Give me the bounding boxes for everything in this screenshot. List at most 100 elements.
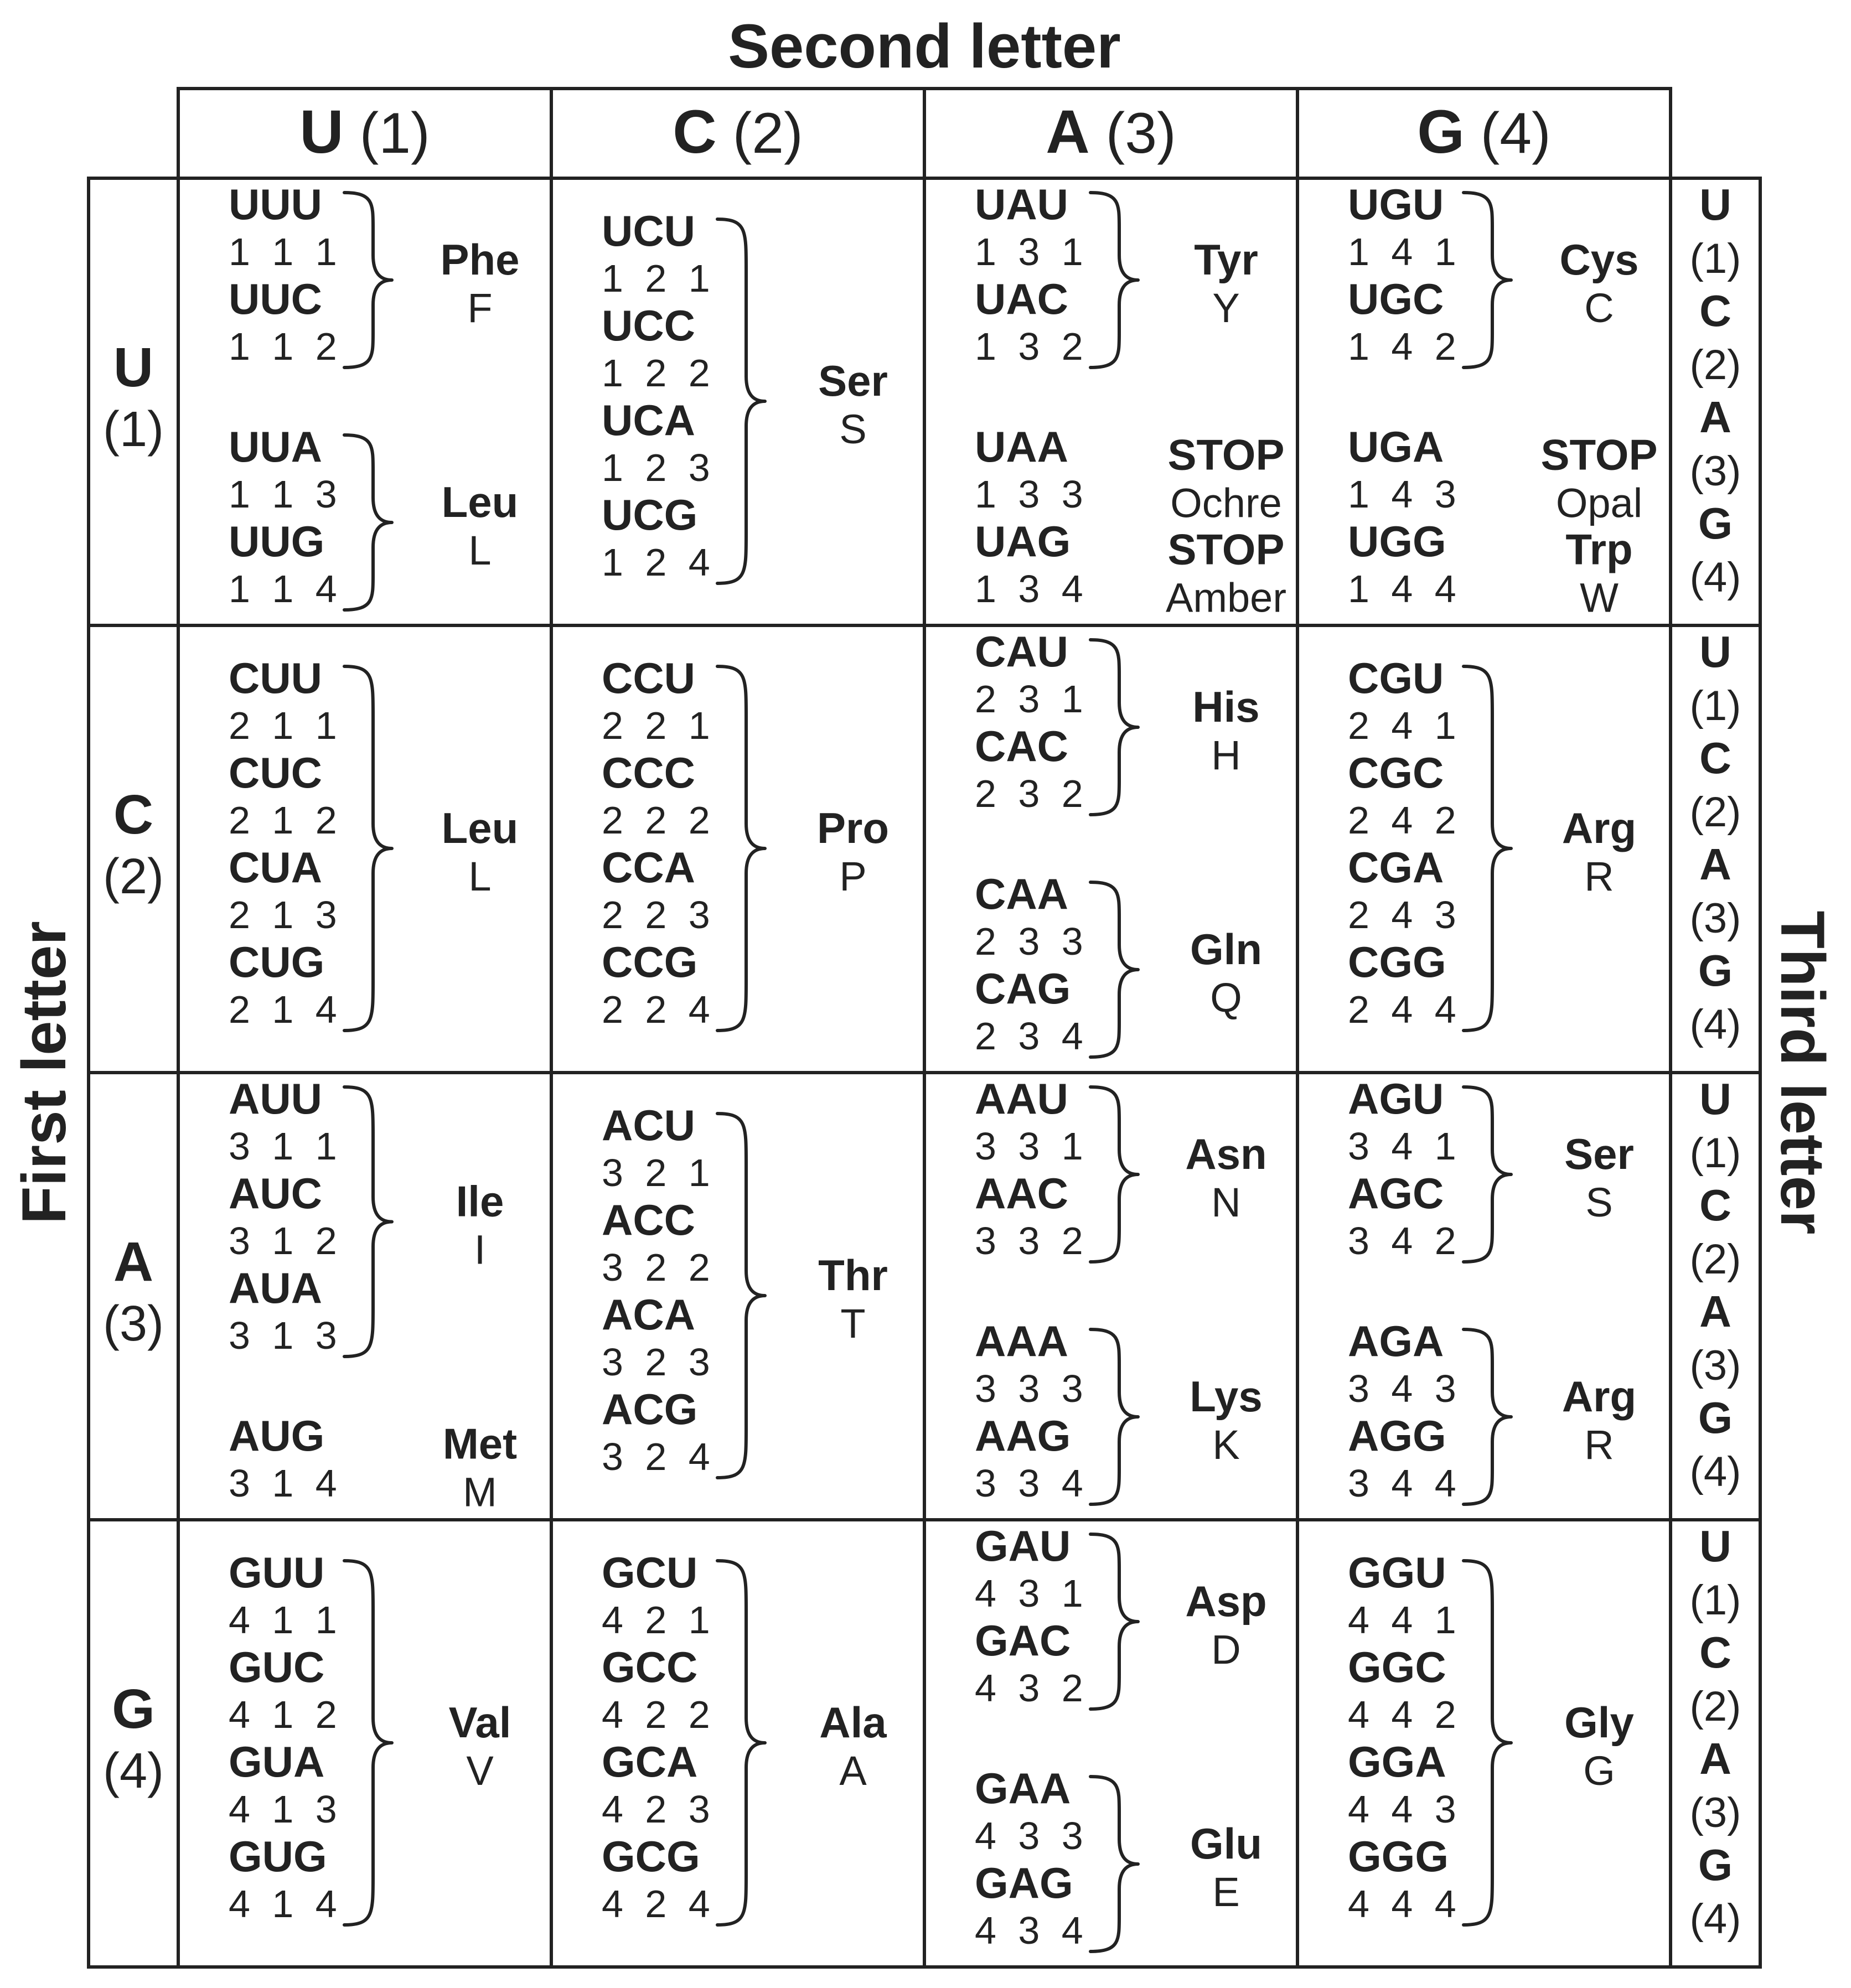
- amino-acid-code: A: [839, 1748, 867, 1794]
- codon-number: 3 4 3: [1348, 1367, 1462, 1410]
- codon-GGU: GGU: [1348, 1548, 1446, 1597]
- brace-asn: [1089, 1085, 1140, 1264]
- codon-number: 1 2 2: [602, 351, 716, 395]
- amino-acid-code: W: [1580, 575, 1619, 621]
- codon-CAA: CAA: [975, 869, 1068, 918]
- codon-GCC: GCC: [602, 1643, 697, 1691]
- codon-UUG: UUG: [229, 517, 324, 566]
- codon-GAC: GAC: [975, 1616, 1071, 1665]
- codon-number: 1 4 2: [1348, 325, 1462, 368]
- codon-GGG: GGG: [1348, 1832, 1449, 1881]
- third-letter-number: (2): [1690, 789, 1741, 836]
- row-header-letter-G: G: [112, 1678, 155, 1740]
- codon-number: 1 3 2: [975, 325, 1089, 368]
- codon-GCA: GCA: [602, 1737, 697, 1786]
- brace-gly: [1462, 1559, 1513, 1927]
- codon-AGG: AGG: [1348, 1411, 1446, 1460]
- codon-CCC: CCC: [602, 748, 695, 797]
- amino-acid-code: N: [1211, 1179, 1240, 1225]
- codon-UGA: UGA: [1348, 422, 1444, 471]
- amino-acid-code: P: [839, 853, 866, 899]
- amino-acid-ser: Ser: [1564, 1130, 1634, 1178]
- codon-number: 2 1 3: [229, 893, 343, 936]
- amino-acid-code: L: [468, 853, 491, 899]
- amino-acid-code: H: [1211, 732, 1240, 778]
- codon-number: 2 4 3: [1348, 893, 1462, 936]
- codon-CAC: CAC: [975, 722, 1068, 770]
- codon-UGU: UGU: [1348, 180, 1444, 229]
- third-letter-number: (4): [1690, 554, 1741, 601]
- third-letter-U: U: [1699, 1074, 1731, 1124]
- amino-acid-stop: STOP: [1168, 431, 1285, 479]
- amino-acid-code: D: [1211, 1627, 1240, 1673]
- codon-number: 1 1 3: [229, 473, 343, 516]
- amino-acid-code: M: [463, 1469, 497, 1515]
- amino-acid-leu: Leu: [442, 478, 519, 526]
- third-letter-number: (1): [1690, 1577, 1741, 1624]
- brace-arg: [1462, 665, 1513, 1032]
- amino-acid-phe: Phe: [440, 235, 519, 284]
- third-letter-C: C: [1699, 1628, 1731, 1677]
- codon-CCU: CCU: [602, 654, 695, 702]
- codon-GCG: GCG: [602, 1832, 700, 1881]
- codon-number: 2 1 2: [229, 799, 343, 842]
- codon-number: 4 2 3: [602, 1788, 716, 1831]
- column-header-C: C (2): [673, 98, 803, 166]
- codon-number: 3 3 3: [975, 1367, 1089, 1410]
- codon-ACA: ACA: [602, 1290, 695, 1339]
- third-letter-U: U: [1699, 180, 1731, 229]
- column-header-letter: G: [1417, 98, 1465, 166]
- codon-AUU: AUU: [229, 1074, 322, 1123]
- brace-ala: [716, 1559, 767, 1927]
- codon-number: 3 2 1: [602, 1151, 716, 1194]
- column-header-letter: A: [1046, 98, 1089, 166]
- codon-number: 4 1 1: [229, 1598, 343, 1642]
- codon-AAG: AAG: [975, 1411, 1071, 1460]
- codon-number: 2 3 1: [975, 677, 1089, 721]
- codon-CGC: CGC: [1348, 748, 1444, 797]
- third-letter-number: (3): [1690, 1789, 1741, 1836]
- codon-number: 4 3 4: [975, 1909, 1089, 1952]
- codon-CCG: CCG: [602, 938, 697, 986]
- brace-lys: [1089, 1328, 1140, 1506]
- codon-GGC: GGC: [1348, 1643, 1446, 1691]
- row-header-letter-U: U: [113, 336, 153, 398]
- row-header-number: (3): [103, 1296, 164, 1352]
- codon-number: 4 4 2: [1348, 1693, 1462, 1736]
- amino-acid-val: Val: [449, 1698, 511, 1747]
- third-letter-C: C: [1699, 286, 1731, 335]
- codon-UCC: UCC: [602, 301, 695, 350]
- codon-number: 4 2 2: [602, 1693, 716, 1736]
- codon-UAC: UAC: [975, 275, 1068, 323]
- brace-pro: [716, 665, 767, 1032]
- amino-acid-code: I: [474, 1227, 486, 1273]
- codon-number: 2 4 4: [1348, 988, 1462, 1031]
- third-letter-A: A: [1699, 1287, 1731, 1336]
- brace-val: [343, 1559, 394, 1927]
- codon-number: 3 3 2: [975, 1219, 1089, 1262]
- codon-GAU: GAU: [975, 1521, 1071, 1570]
- third-letter-number: (4): [1690, 1001, 1741, 1048]
- amino-acid-code: G: [1583, 1748, 1615, 1794]
- codon-number: 2 3 4: [975, 1014, 1089, 1058]
- codon-number: 4 1 3: [229, 1788, 343, 1831]
- third-letter-C: C: [1699, 733, 1731, 783]
- brace-ile: [343, 1085, 394, 1358]
- codon-number: 3 1 2: [229, 1219, 343, 1262]
- codon-UCG: UCG: [602, 490, 697, 539]
- amino-acid-asn: Asn: [1185, 1130, 1266, 1178]
- codon-number: 3 1 1: [229, 1125, 343, 1168]
- third-letter-number: (1): [1690, 682, 1741, 729]
- codon-number: 1 1 1: [229, 230, 343, 273]
- third-letter-A: A: [1699, 392, 1731, 442]
- column-header-number: (3): [1090, 101, 1176, 165]
- row-header-letter-A: A: [113, 1231, 153, 1293]
- codon-number: 3 4 4: [1348, 1462, 1462, 1505]
- amino-acid-gly: Gly: [1564, 1698, 1634, 1747]
- amino-acid-tyr: Tyr: [1194, 235, 1258, 284]
- codon-number: 4 1 2: [229, 1693, 343, 1736]
- codon-GCU: GCU: [602, 1548, 697, 1597]
- third-letter-G: G: [1698, 1840, 1733, 1889]
